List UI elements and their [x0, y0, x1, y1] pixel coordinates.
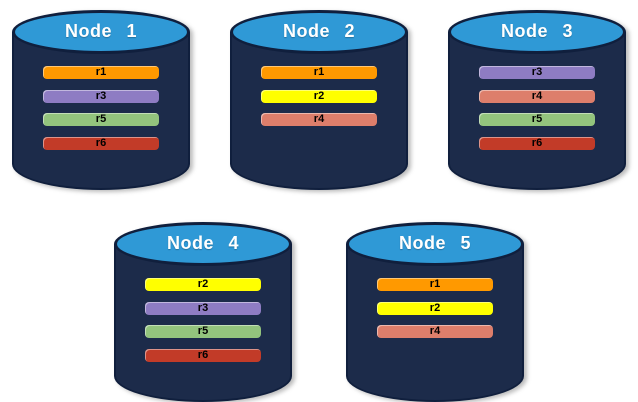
- replica-bar-r2: r2: [377, 301, 493, 315]
- cylinder-top-ellipse: Node 3: [448, 10, 626, 54]
- replica-bar-r6: r6: [43, 136, 159, 150]
- node-label: Node 3: [500, 20, 573, 41]
- replica-list: r1 r2 r4: [230, 66, 408, 126]
- cylinder-body: [448, 32, 626, 190]
- node-label: Node 4: [166, 232, 239, 253]
- replica-list: r1 r2 r4: [346, 278, 524, 338]
- cylinder-body: [346, 244, 524, 402]
- replica-bar-r4: r4: [261, 113, 377, 126]
- replica-bar-r5: r5: [479, 113, 595, 126]
- node-label: Node 5: [398, 232, 471, 253]
- cylinder-body: [12, 32, 190, 190]
- replica-bar-r2: r2: [145, 278, 261, 291]
- replica-bar-r4: r4: [377, 325, 493, 338]
- cylinder-body: [230, 32, 408, 190]
- replica-bar-r4: r4: [479, 89, 595, 103]
- cylinder-top-ellipse: Node 2: [230, 10, 408, 54]
- replica-bar-r1: r1: [377, 278, 493, 291]
- replica-bar-r1: r1: [43, 66, 159, 79]
- database-node-5: Node 5 r1 r2 r4: [346, 222, 524, 402]
- replica-bar-r2: r2: [261, 89, 377, 103]
- database-node-1: Node 1 r1 r3 r5 r6: [12, 10, 190, 190]
- replica-bar-r5: r5: [145, 325, 261, 338]
- replica-bar-r6: r6: [479, 136, 595, 150]
- cylinder-top-ellipse: Node 1: [12, 10, 190, 54]
- replica-list: r2 r3 r5 r6: [114, 278, 292, 362]
- cylinder-top-ellipse: Node 5: [346, 222, 524, 266]
- cylinder-body: [114, 244, 292, 402]
- database-node-2: Node 2 r1 r2 r4: [230, 10, 408, 190]
- replica-list: r1 r3 r5 r6: [12, 66, 190, 150]
- database-node-4: Node 4 r2 r3 r5 r6: [114, 222, 292, 402]
- node-row-bottom: Node 4 r2 r3 r5 r6 Node 5 r1 r2 r4: [0, 222, 638, 402]
- replica-list: r3 r4 r5 r6: [448, 66, 626, 150]
- node-label: Node 2: [282, 20, 355, 41]
- replica-bar-r5: r5: [43, 113, 159, 126]
- replica-bar-r6: r6: [145, 348, 261, 362]
- replica-bar-r3: r3: [145, 301, 261, 315]
- replica-bar-r3: r3: [43, 89, 159, 103]
- replica-bar-r1: r1: [261, 66, 377, 79]
- database-node-3: Node 3 r3 r4 r5 r6: [448, 10, 626, 190]
- replica-bar-r3: r3: [479, 66, 595, 79]
- cylinder-top-ellipse: Node 4: [114, 222, 292, 266]
- node-label: Node 1: [64, 20, 137, 41]
